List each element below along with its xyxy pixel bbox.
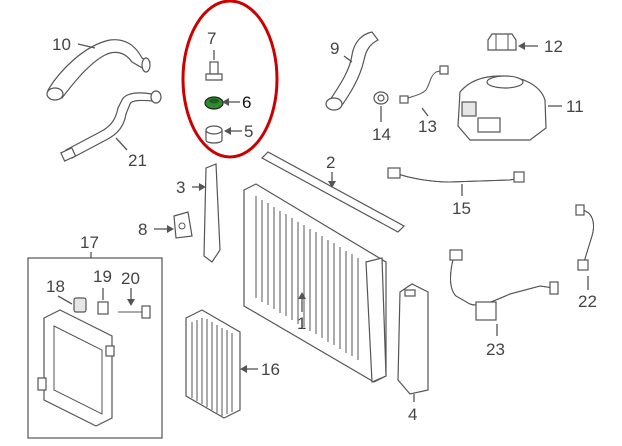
part-7-bolt	[205, 61, 223, 81]
callout-7: 7	[207, 29, 216, 48]
part-3-seal	[203, 163, 221, 263]
callout-10: 10	[52, 35, 71, 54]
leader-10	[77, 43, 96, 49]
part-20-screw	[118, 305, 151, 319]
callout-11: 11	[566, 97, 584, 116]
part-12-cap	[487, 33, 517, 51]
callout-9: 9	[330, 39, 339, 58]
callout-20: 20	[121, 269, 140, 288]
callout-8: 8	[138, 220, 147, 239]
part-15-line	[387, 167, 525, 183]
leader-13	[421, 107, 429, 117]
part-6-clip	[204, 96, 224, 110]
callout-4: 4	[408, 405, 417, 424]
callout-13: 13	[418, 117, 437, 136]
part-9-hose	[325, 31, 379, 111]
callout-18: 18	[46, 277, 65, 296]
part-18-grommet	[73, 297, 87, 313]
part-10-hose	[46, 39, 151, 101]
callout-12: 12	[544, 37, 563, 56]
callout-22: 22	[578, 292, 597, 311]
callout-3: 3	[176, 178, 185, 197]
callout-21: 21	[128, 151, 147, 170]
leader-18	[57, 295, 73, 305]
leader-21	[115, 137, 128, 151]
callout-17: 17	[80, 233, 99, 252]
callout-6: 6	[242, 93, 251, 112]
part-2-seal	[261, 151, 405, 233]
part-13-line	[399, 65, 449, 104]
part-17-frame	[37, 309, 115, 427]
part-14-clamp	[373, 91, 389, 105]
leader-9	[343, 55, 353, 63]
highlight-circle	[181, 0, 279, 159]
part-19-nut	[97, 301, 109, 315]
part-1-radiator	[243, 183, 387, 383]
part-8-bracket	[173, 211, 193, 239]
callout-19: 19	[93, 267, 112, 286]
callout-16: 16	[261, 360, 280, 379]
part-23-pipe	[449, 249, 559, 321]
part-5-grommet	[205, 125, 223, 144]
callout-5: 5	[244, 122, 253, 141]
callout-14: 14	[372, 125, 391, 144]
callout-15: 15	[452, 199, 471, 218]
arrow-6	[222, 98, 229, 106]
callout-23: 23	[486, 340, 505, 359]
callout-1: 1	[297, 314, 306, 333]
part-22-hose	[575, 204, 595, 271]
part-4-deflector	[397, 283, 429, 395]
part-17-box	[27, 257, 163, 439]
part-21-hose	[60, 90, 162, 162]
part-11-tank	[457, 75, 547, 141]
callout-2: 2	[326, 153, 335, 172]
part-16-aux-radiator	[185, 309, 241, 419]
